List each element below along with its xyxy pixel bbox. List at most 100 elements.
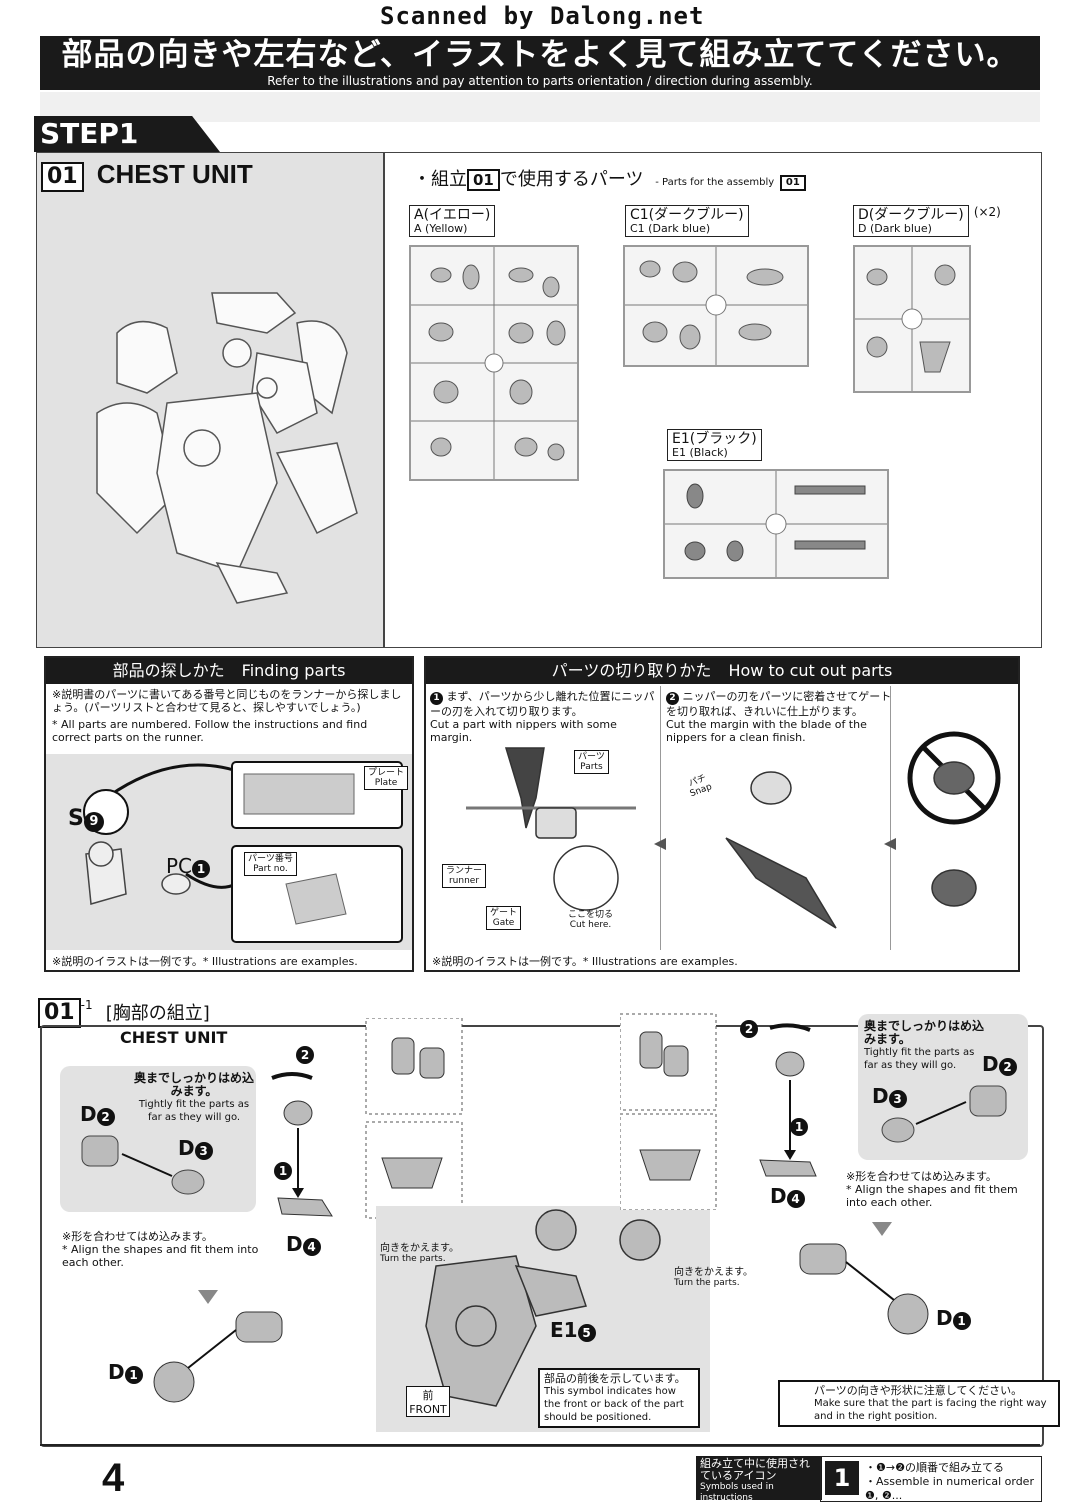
- orientation-note-box: パーツの向きや形状に注意してください。 Make sure that the p…: [778, 1380, 1060, 1427]
- step-number-icon: 1: [825, 1461, 859, 1495]
- runner-d-en: D (Dark blue): [858, 222, 932, 235]
- plate-label: プレート Plate: [364, 766, 409, 790]
- cutting-step2: 2 ニッパーの刃をパーツに密着させてゲートを切り取れば、きれいに仕上がります。 …: [666, 690, 892, 744]
- runner-a-label: A(イエロー) A (Yellow): [409, 205, 496, 237]
- right-step2-num: 2: [740, 1020, 758, 1038]
- orientation-note-jp: パーツの向きや形状に注意してください。: [814, 1384, 1023, 1397]
- sub-assembly-suffix: -1: [80, 998, 93, 1012]
- turn-left-jp: 向きをかえます。: [380, 1243, 459, 1254]
- front-en: FRONT: [409, 1403, 447, 1416]
- footer-rule: [40, 1444, 1040, 1446]
- partno-en: Part no.: [253, 864, 288, 874]
- turn-label-right: 向きをかえます。 Turn the parts.: [674, 1268, 753, 1289]
- sub-assembly-title-en: CHEST UNIT: [120, 1028, 228, 1047]
- parts-header-en-num: 01: [779, 175, 806, 191]
- front-symbol-box: 部品の前後を示しています。 This symbol indicates how …: [538, 1368, 700, 1428]
- sub-assembly-number: 01: [38, 998, 81, 1028]
- right-d3-letter: D: [872, 1084, 889, 1108]
- sub-assembly-title-jp: [胸部の組立]: [105, 1003, 210, 1024]
- cut-here-en: Cut here.: [569, 920, 612, 930]
- cutting-header: パーツの切り取りかた How to cut out parts: [426, 658, 1018, 684]
- right-d1-num: 1: [952, 1312, 971, 1330]
- cutting-step2-num: 2: [666, 692, 679, 705]
- right-fit-text: 奥までしっかりはめ込みます。 Tightly fit the parts as …: [864, 1020, 984, 1072]
- step-tab: STEP1: [34, 116, 220, 152]
- header-banner: 部品の向きや左右など、イラストをよく見て組み立ててください。 Refer to …: [40, 36, 1040, 90]
- left-align-en: * Align the shapes and fit them into eac…: [62, 1243, 259, 1269]
- right-d4-num: 4: [786, 1190, 805, 1208]
- banner-jp: 部品の向きや左右など、イラストをよく見て組み立ててください。: [61, 37, 1019, 73]
- right-align-jp: ※形を合わせてはめ込みます。: [846, 1170, 997, 1183]
- left-step1-badge: 1: [274, 1160, 292, 1180]
- runner-d: [853, 245, 971, 393]
- left-align-jp: ※形を合わせてはめ込みます。: [62, 1230, 213, 1243]
- chest-exploded-illustration: [96, 292, 358, 604]
- right-step-illustration: [620, 1013, 817, 1210]
- cutting-step1-jp: まず、パーツから少し離れた位置にニッパーの刃を入れて切り取ります。: [430, 690, 655, 718]
- left-d4-num: 4: [302, 1238, 321, 1256]
- front-jp: 前: [422, 1389, 434, 1402]
- icons-legend-jp: 組み立て中に使用されているアイコン: [700, 1457, 810, 1482]
- partno-label: パーツ番号 Part no.: [244, 852, 297, 876]
- parts-header-en: - Parts for the assembly: [655, 177, 775, 188]
- runner-c1-label: C1(ダークブルー) C1 (Dark blue): [625, 205, 749, 237]
- runner-c1-parts: [625, 247, 807, 365]
- partno-jp: パーツ番号: [248, 854, 293, 864]
- left-d1-num: 1: [124, 1366, 143, 1384]
- finding-note: ※説明のイラストは一例です。* Illustrations are exampl…: [52, 955, 358, 968]
- runner-d-parts: [855, 247, 969, 391]
- assembly-area: [40, 1025, 1044, 1447]
- left-step2-num: 2: [296, 1046, 314, 1064]
- plate-en: Plate: [374, 778, 398, 788]
- right-d1-letter: D: [936, 1306, 953, 1330]
- right-bottom-illustration: [799, 1222, 929, 1335]
- finding-parts-header: 部品の探しかた Finding parts: [46, 658, 412, 684]
- cutting-title-jp: パーツの切り取りかた: [551, 661, 712, 680]
- left-d3-letter: D: [178, 1136, 195, 1160]
- cutting-divider-1: [660, 686, 661, 950]
- runner-a-parts: [411, 247, 577, 479]
- e15-letter: E1: [550, 1318, 578, 1342]
- runner-e1: [663, 469, 889, 579]
- left-d4-letter: D: [286, 1232, 303, 1256]
- runner-c1-en: C1 (Dark blue): [630, 222, 711, 235]
- left-bottom-illustration: [153, 1290, 283, 1403]
- runner-e1-en: E1 (Black): [672, 446, 728, 459]
- runner-e1-parts: [665, 471, 887, 577]
- runner-a-en: A (Yellow): [414, 222, 468, 235]
- left-fit-en: Tightly fit the parts as far as they wil…: [138, 1099, 250, 1123]
- runner-d-label-wrap: D(ダークブルー) D (Dark blue) (×2): [853, 205, 1001, 237]
- cutting-box: パーツの切り取りかた How to cut out parts 1 まず、パーツ…: [424, 656, 1020, 972]
- left-step-illustration: [271, 1018, 463, 1219]
- banner-en: Refer to the illustrations and pay atten…: [267, 74, 813, 88]
- right-fit-jp: 奥までしっかりはめ込みます。: [864, 1019, 985, 1046]
- right-fit-panel: 奥までしっかりはめ込みます。 Tightly fit the parts as …: [858, 1014, 1028, 1160]
- center-torso-illustration: [425, 1209, 661, 1407]
- left-d3-num: 3: [194, 1142, 213, 1160]
- runner-c1-jp: C1(ダークブルー): [630, 207, 744, 223]
- finding-illustration-svg: [83, 761, 403, 943]
- right-d2-letter: D: [982, 1052, 999, 1076]
- turn-label-left: 向きをかえます。 Turn the parts.: [380, 1243, 459, 1265]
- assembly-title: CHEST UNIT: [96, 159, 253, 189]
- parts-label: パーツ Parts: [574, 750, 609, 774]
- right-d3-num: 3: [888, 1090, 907, 1108]
- legend-en: ・Assemble in numerical order ❶, ❷...: [865, 1475, 1034, 1502]
- finding-title-jp: 部品の探しかた: [112, 661, 225, 680]
- runner-e1-jp: E1(ブラック): [672, 431, 757, 447]
- orientation-note-en: Make sure that the part is facing the ri…: [814, 1398, 1047, 1422]
- assembly-number: 01: [41, 162, 84, 192]
- cut-here-jp: ここを切る: [568, 910, 614, 920]
- left-d1-letter: D: [108, 1360, 125, 1384]
- right-fit-en: Tightly fit the parts as far as they wil…: [864, 1047, 975, 1071]
- front-symbol-icon: 前 FRONT: [406, 1386, 450, 1417]
- right-fit-illustration: [881, 1085, 1007, 1143]
- runner-d-jp: D(ダークブルー): [858, 207, 964, 223]
